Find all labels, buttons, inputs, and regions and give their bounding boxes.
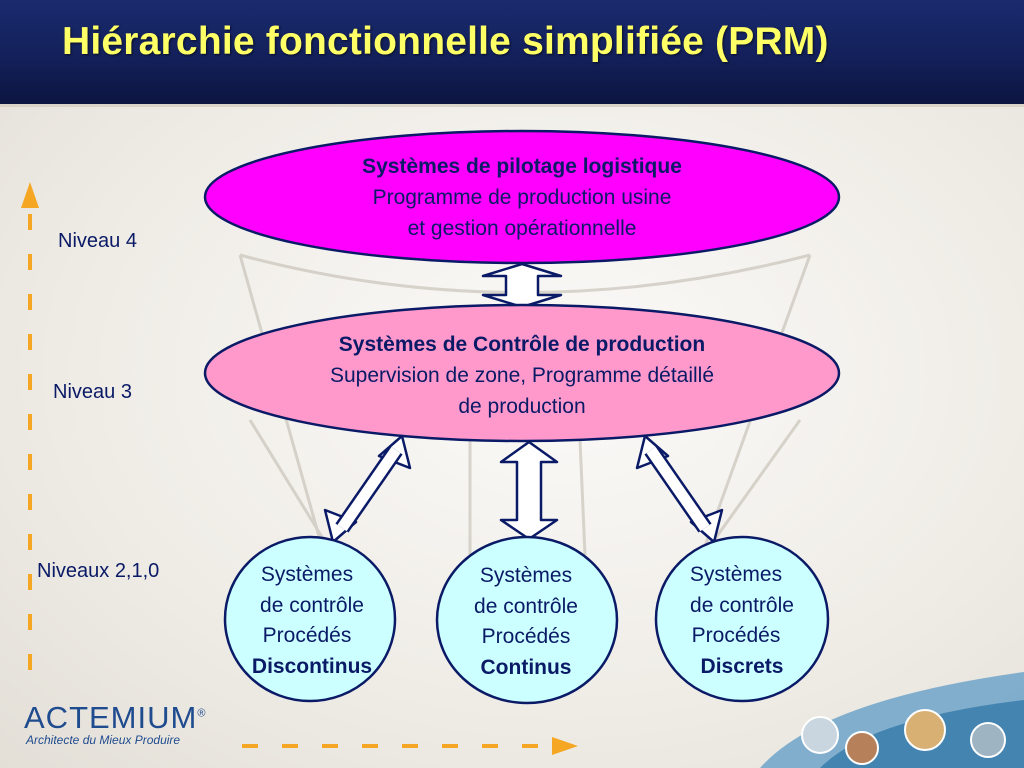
circle-line4: Discrets [700,654,784,678]
level-210-label: Niveaux 2,1,0 [37,560,160,582]
middle-ellipse-text: Systèmes de Contrôle de production Super… [222,329,822,422]
slide-title: Hiérarchie fonctionnelle simplifiée (PRM… [62,20,829,63]
circle-line3: Procédés [691,624,781,647]
double-arrow-left [323,434,412,544]
circle-line4: Continus [480,655,572,679]
circle-continus-shape [435,535,619,705]
globe-decoration [760,672,1024,768]
logo-tagline: Architecte du Mieux Produire [26,733,181,747]
circle-line2: de contrôle [260,593,364,617]
middle-ellipse-title: Systèmes de Contrôle de production [338,333,706,356]
middle-ellipse-line1: Supervision de zone, Programme détaillé [329,364,715,387]
circle-line1: Systèmes [479,564,573,587]
level-3-label: Niveau 3 [53,381,132,403]
double-arrow-center [499,440,559,541]
circle-line3: Procédés [262,624,352,647]
middle-ellipse-shape [203,303,841,443]
circle-line2: de contrôle [474,594,578,618]
circle-discontinus-text: Systèmes de contrôle Procédés Discontinu… [222,560,402,682]
circle-line2: de contrôle [690,593,794,617]
actemium-logo: ACTEMIUM® Architecte du Mieux Produire [24,700,206,747]
circle-discrets-text: Systèmes de contrôle Procédés Discrets [652,560,832,682]
top-ellipse-title: Systèmes de pilotage logistique [362,155,682,178]
double-arrow-right [635,434,724,544]
horizontal-dashed-arrow [242,737,578,755]
top-ellipse-line2: et gestion opérationnelle [407,217,637,240]
circle-line3: Procédés [481,625,571,648]
vertical-dashed-arrow [21,182,39,670]
middle-ellipse-line2: de production [458,395,586,418]
circle-continus-text: Systèmes de contrôle Procédés Continus [436,561,616,683]
title-bar: Hiérarchie fonctionnelle simplifiée (PRM… [0,0,1024,107]
circle-line1: Systèmes [260,563,354,586]
circle-line1: Systèmes [689,563,783,586]
logo-name: ACTEMIUM® [24,700,207,735]
circle-discrets-shape [654,535,830,703]
circle-line4: Discontinus [251,654,373,678]
level-4-label: Niveau 4 [58,230,137,252]
top-ellipse-line1: Programme de production usine [372,186,672,209]
circle-discontinus-shape [223,535,397,703]
top-ellipse-text: Systèmes de pilotage logistique Programm… [222,151,822,244]
double-arrow-top-mid [481,262,563,309]
